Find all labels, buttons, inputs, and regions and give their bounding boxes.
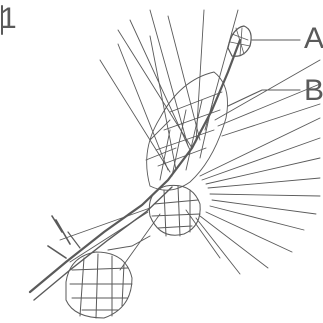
cone-middle bbox=[149, 185, 200, 236]
needles bbox=[60, 10, 320, 274]
cone-lower bbox=[66, 236, 150, 318]
twig-stub bbox=[48, 216, 70, 258]
